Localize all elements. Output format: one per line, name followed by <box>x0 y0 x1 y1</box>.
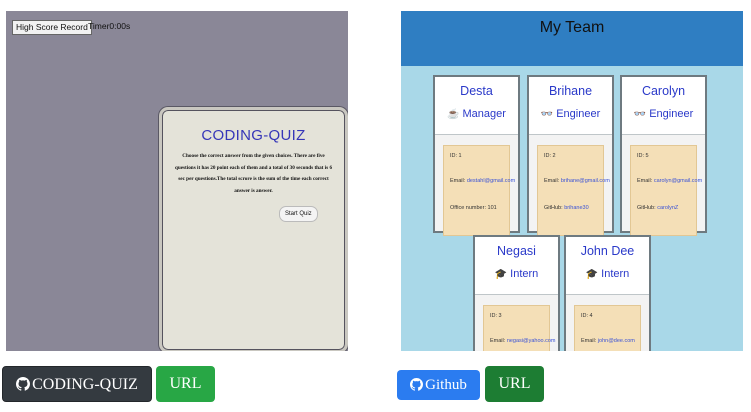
employee-github: GitHub: brihane30 <box>544 205 589 211</box>
employee-card: Desta ☕Manager ID: 1 Email: destahl@gmai… <box>433 75 520 236</box>
email-link: carolyn@gmail.com <box>653 178 703 184</box>
employee-name: Negasi <box>497 244 536 258</box>
team-screenshot: My Team Desta ☕Manager ID: 1 Email: dest… <box>401 11 743 351</box>
employee-name: John Dee <box>580 244 635 258</box>
employee-name: Carolyn <box>641 84 686 98</box>
employee-email: Email: destahl@gmail.com <box>450 178 516 184</box>
employee-role: ☕Manager <box>447 108 506 120</box>
employee-email: Email: carolyn@gmail.com <box>637 178 703 184</box>
employee-id: ID: 1 <box>450 153 462 159</box>
graduate-icon: 🎓 <box>494 269 508 280</box>
coffee-icon: ☕ <box>447 109 460 120</box>
team-header: My Team <box>401 11 743 66</box>
employee-email: Email: john@dee.com <box>581 338 635 344</box>
employee-id: ID: 4 <box>581 313 593 319</box>
github-icon <box>410 378 424 391</box>
employee-office: Office number: 101 <box>450 205 497 211</box>
employee-name: Brihane <box>548 84 593 98</box>
graduate-icon: 🎓 <box>585 269 599 280</box>
employee-id: ID: 2 <box>544 153 556 159</box>
coding-quiz-repo-button[interactable]: CODING-QUIZ <box>2 366 152 402</box>
team-url-button[interactable]: URL <box>485 366 544 402</box>
timer-text: Timer0:00s <box>88 21 131 31</box>
start-quiz-button: Start Quiz <box>279 206 318 222</box>
employee-details: ID: 2 Email: brihane@gmail.com GitHub: b… <box>537 145 610 236</box>
employee-role: 🎓Intern <box>585 268 630 280</box>
team-github-label: Github <box>425 377 467 393</box>
employee-name: Desta <box>460 84 493 98</box>
email-link: destahl@gmail.com <box>466 178 516 184</box>
employee-card: John Dee 🎓Intern ID: 4 Email: john@dee.c… <box>564 235 651 351</box>
employee-details: ID: 3 Email: negasi@yahoo.com <box>483 305 556 351</box>
quiz-screenshot: High Score Record Timer0:00s CODING-QUIZ… <box>6 11 348 351</box>
employee-role: 🎓Intern <box>494 268 539 280</box>
employee-email: Email: brihane@gmail.com <box>544 178 610 184</box>
employee-details: ID: 5 Email: carolyn@gmail.com GitHub: c… <box>630 145 702 236</box>
coding-quiz-repo-label: CODING-QUIZ <box>32 376 138 393</box>
employee-email: Email: negasi@yahoo.com <box>490 338 556 344</box>
employee-details: ID: 4 Email: john@dee.com <box>574 305 641 351</box>
team-title: My Team <box>539 19 605 36</box>
quiz-title: CODING-QUIZ <box>201 127 306 144</box>
glasses-icon: 👓 <box>633 109 647 120</box>
email-link: negasi@yahoo.com <box>506 338 556 344</box>
employee-role: 👓Engineer <box>540 108 601 120</box>
email-link: john@dee.com <box>597 338 635 344</box>
employee-details: ID: 1 Email: destahl@gmail.com Office nu… <box>443 145 515 236</box>
team-github-button[interactable]: Github <box>397 370 480 400</box>
employee-github: GitHub: carolynZ <box>637 205 679 211</box>
high-score-button: High Score Record <box>12 20 92 35</box>
quiz-description: Choose the correct answer from the given… <box>174 153 333 194</box>
employee-role: 👓Engineer <box>633 108 694 120</box>
github-icon <box>16 377 31 391</box>
coding-quiz-url-button[interactable]: URL <box>156 366 215 402</box>
employee-card: Brihane 👓Engineer ID: 2 Email: brihane@g… <box>527 75 614 236</box>
email-link: brihane@gmail.com <box>560 178 610 184</box>
glasses-icon: 👓 <box>540 109 554 120</box>
employee-card: Negasi 🎓Intern ID: 3 Email: negasi@yahoo… <box>473 235 560 351</box>
quiz-card: CODING-QUIZ Choose the correct answer fr… <box>159 107 348 351</box>
employee-id: ID: 5 <box>637 153 649 159</box>
employee-id: ID: 3 <box>490 313 502 319</box>
employee-card: Carolyn 👓Engineer ID: 5 Email: carolyn@g… <box>620 75 707 236</box>
